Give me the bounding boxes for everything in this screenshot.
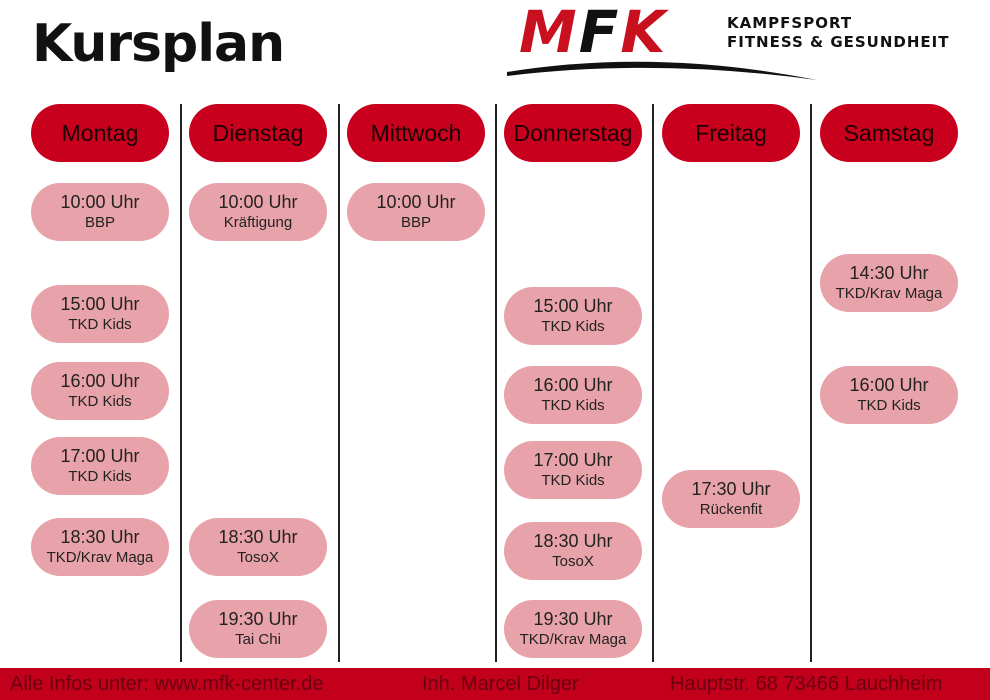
day-header: Samstag <box>820 104 958 162</box>
column-divider <box>652 104 654 662</box>
class-time: 15:00 Uhr <box>533 296 613 316</box>
class-name: TKD Kids <box>541 318 605 335</box>
logo-wordmark: MFK <box>519 0 668 66</box>
class-time: 16:00 Uhr <box>60 371 140 391</box>
class-name: TKD/Krav Maga <box>835 285 943 302</box>
day-header: Montag <box>31 104 169 162</box>
day-header: Mittwoch <box>347 104 485 162</box>
class-time: 17:30 Uhr <box>691 479 771 499</box>
class-name: TosoX <box>237 549 279 566</box>
class-time: 10:00 Uhr <box>60 192 140 212</box>
class-time: 16:00 Uhr <box>533 375 613 395</box>
class-name: TKD Kids <box>68 393 132 410</box>
class-name: TKD Kids <box>68 468 132 485</box>
class-name: TKD Kids <box>541 472 605 489</box>
class-time: 17:00 Uhr <box>60 446 140 466</box>
footer-owner: Inh. Marcel Dilger <box>422 672 579 695</box>
day-header: Dienstag <box>189 104 327 162</box>
class-time: 18:30 Uhr <box>218 527 298 547</box>
class-time: 10:00 Uhr <box>218 192 298 212</box>
column-divider <box>810 104 812 662</box>
column-divider <box>338 104 340 662</box>
class-name: TKD Kids <box>857 397 921 414</box>
class-time: 17:00 Uhr <box>533 450 613 470</box>
class-name: Tai Chi <box>235 631 281 648</box>
column-divider <box>495 104 497 662</box>
class-name: TKD/Krav Maga <box>519 631 627 648</box>
class-name: BBP <box>400 214 431 231</box>
class-time: 18:30 Uhr <box>60 527 140 547</box>
class-time: 16:00 Uhr <box>849 375 929 395</box>
day-header: Donnerstag <box>504 104 642 162</box>
class-name: BBP <box>84 214 115 231</box>
class-name: TKD/Krav Maga <box>46 549 154 566</box>
class-time: 19:30 Uhr <box>218 609 298 629</box>
footer-address: Hauptstr. 68 73466 Lauchheim <box>670 672 943 695</box>
footer-info: Alle Infos unter: www.mfk-center.de <box>10 672 324 695</box>
page-title: Kursplan <box>32 14 285 74</box>
class-time: 18:30 Uhr <box>533 531 613 551</box>
logo-swoosh-icon <box>507 61 817 80</box>
class-time: 14:30 Uhr <box>849 263 929 283</box>
class-time: 15:00 Uhr <box>60 294 140 314</box>
footer: Alle Infos unter: www.mfk-center.de Inh.… <box>0 668 990 700</box>
column-divider <box>180 104 182 662</box>
class-time: 19:30 Uhr <box>533 609 613 629</box>
class-name: TKD Kids <box>68 316 132 333</box>
class-name: Kräftigung <box>223 214 293 231</box>
class-time: 10:00 Uhr <box>376 192 456 212</box>
class-name: TosoX <box>552 553 594 570</box>
class-name: TKD Kids <box>541 397 605 414</box>
class-name: Rückenfit <box>699 501 763 518</box>
day-header: Freitag <box>662 104 800 162</box>
